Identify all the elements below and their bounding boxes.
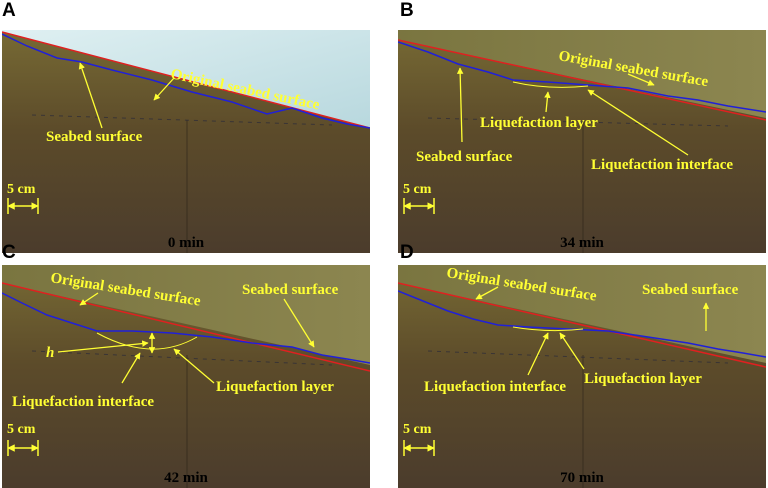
seabed-surface-line [398,41,766,113]
liquefaction-interface-label: Liquefaction interface [424,379,566,395]
liquefaction-interface-label: Liquefaction interface [591,157,733,173]
scale-bar-label: 5 cm [403,182,432,197]
panel-b-time: 34 min [560,235,604,251]
panel-b-photo: Original seabed surface Liquefaction lay… [398,30,766,253]
scale-bar-label: 5 cm [403,422,432,437]
panel-a-time: 0 min [167,235,205,251]
panel-a-letter: A [2,0,16,21]
panel-c-photo: Original seabed surface Seabed surface h… [2,265,370,488]
h-label: h [46,345,54,361]
seabed-surface-label: Seabed surface [416,149,513,165]
seabed-surface-label: Seabed surface [46,129,143,145]
original-surface-line [2,31,370,129]
panel-c-letter: C [2,242,16,263]
original-surface-line [398,282,766,368]
panel-d-photo: Original seabed surface Seabed surface L… [398,265,766,488]
seabed-surface-label: Seabed surface [642,282,739,298]
liquefaction-interface-label: Liquefaction interface [12,394,154,410]
liquefaction-layer-label: Liquefaction layer [216,379,334,395]
original-surface-line [398,39,766,121]
seabed-surface-line [2,292,370,364]
original-surface-line [2,282,370,372]
liquefaction-interface-curve [512,81,589,88]
liquefaction-layer-label: Liquefaction layer [584,371,702,387]
panel-a-photo: Original seabed surface Seabed surface 5… [2,30,370,253]
liquefaction-layer-label: Liquefaction layer [480,115,598,131]
panel-d-time: 70 min [560,470,604,486]
liquefaction-interface-curve [512,326,584,332]
panel-c-time: 42 min [164,470,208,486]
panel-d-letter: D [400,242,414,263]
scale-bar-label: 5 cm [7,182,36,197]
seabed-surface-label: Seabed surface [242,282,339,298]
seabed-surface-line [398,290,766,358]
scale-bar-label: 5 cm [7,422,36,437]
panel-b-letter: B [400,0,414,21]
seabed-surface-line [2,33,370,129]
